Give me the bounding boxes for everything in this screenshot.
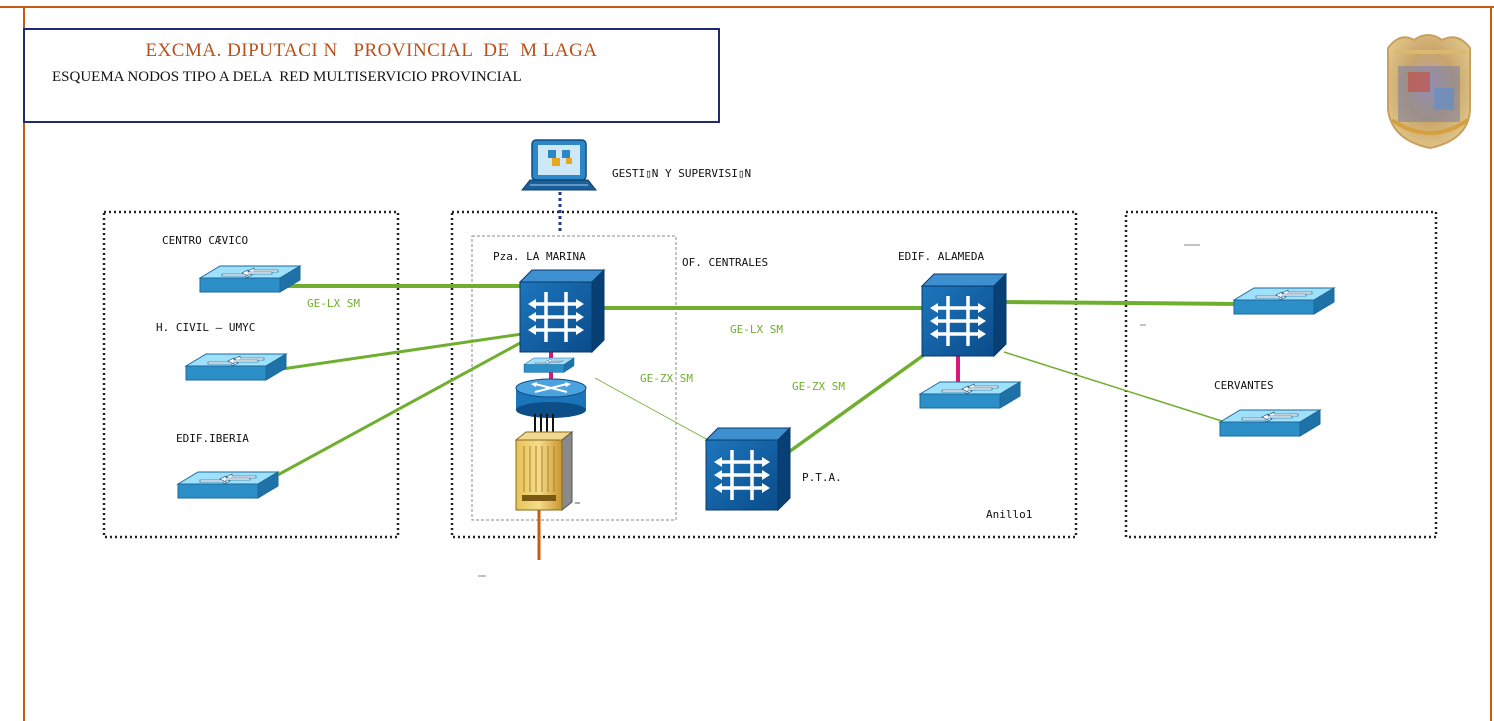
label-ring: Anillo1 (986, 508, 1032, 521)
label-alameda: EDIF. ALAMEDA (898, 250, 984, 263)
zone-right-border (1124, 210, 1438, 539)
title-box: EXCMA. DIPUTACI N PROVINCIAL DE M LAGA E… (23, 28, 720, 123)
core-alameda (920, 272, 1008, 358)
label-marina: Pza. LA MARINA (493, 250, 586, 263)
org-title: EXCMA. DIPUTACI N PROVINCIAL DE M LAGA (145, 40, 598, 61)
link-label-gezx-marina: GE-ZX SM (640, 372, 693, 385)
management-label: GESTI▯N Y SUPERVISI▯N (612, 167, 751, 180)
switch-centro-civico (199, 265, 301, 293)
label-cervantes: CERVANTES (1214, 379, 1274, 392)
link-alameda-right (1003, 300, 1241, 306)
coat-of-arms-logo (1387, 34, 1471, 150)
switch-right-top (1233, 287, 1335, 315)
switch-h-civil (185, 353, 287, 381)
link-pta-alameda (784, 350, 930, 456)
label-edif-iberia: EDIF.IBERIA (176, 432, 249, 445)
link-iberia-marina (273, 340, 523, 479)
switch-alameda-local (919, 381, 1021, 409)
link-marina-pta (594, 377, 709, 441)
switch-edif-iberia (177, 471, 279, 499)
link-label-gelx-left: GE-LX SM (307, 297, 360, 310)
link-label-gelx-center: GE-LX SM (730, 323, 783, 336)
frame-left (23, 6, 25, 721)
link-label-gezx-alameda: GE-ZX SM (792, 380, 845, 393)
workstation-icon (520, 139, 598, 191)
switch-marina-small (523, 357, 575, 373)
label-h-civil: H. CIVIL – UMYC (156, 321, 255, 334)
server-icon (514, 430, 574, 512)
router-icon (515, 378, 587, 418)
core-marina (518, 268, 606, 354)
marina-site-border (471, 235, 677, 521)
label-pta: P.T.A. (802, 471, 842, 484)
switch-cervantes (1219, 409, 1321, 437)
core-pta (704, 426, 792, 512)
zone-left-border (102, 210, 400, 539)
link-alameda-cervantes (1003, 351, 1229, 424)
label-centro-civico: CENTRO CÆVICO (162, 234, 248, 247)
label-centrales: OF. CENTRALES (682, 256, 768, 269)
diagram-subtitle: ESQUEMA NODOS TIPO A DELA RED MULTISERVI… (52, 69, 522, 85)
frame-top (0, 6, 1494, 8)
link-civil-marina (281, 332, 523, 371)
frame-right (1490, 6, 1492, 721)
